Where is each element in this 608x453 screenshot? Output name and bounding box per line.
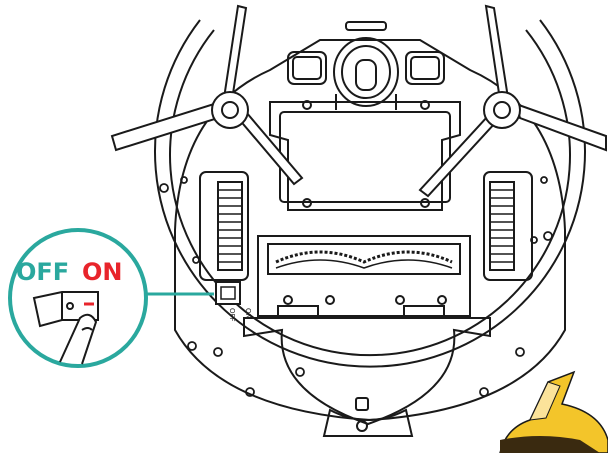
device-switch-on-label: ON (244, 308, 252, 319)
side-brush-left (110, 4, 304, 186)
finger-icon (59, 313, 98, 365)
switch-callout: OFF ON (8, 228, 148, 368)
wheel-right (483, 171, 533, 281)
callout-on-label: ON (82, 258, 123, 286)
dustbin (243, 317, 491, 437)
screw-holes (159, 176, 553, 397)
caster-wheel-area (287, 21, 445, 110)
device-power-switch[interactable]: ON OFF (215, 281, 252, 322)
callout-off-label: OFF (16, 258, 69, 286)
wheel-left (199, 171, 249, 281)
mascot-icon (499, 370, 608, 453)
main-brush-compartment (257, 235, 471, 317)
battery-cover (269, 100, 461, 211)
side-brush-right (418, 4, 607, 198)
device-switch-off-label: OFF (228, 308, 236, 322)
robot-body (154, 19, 586, 422)
